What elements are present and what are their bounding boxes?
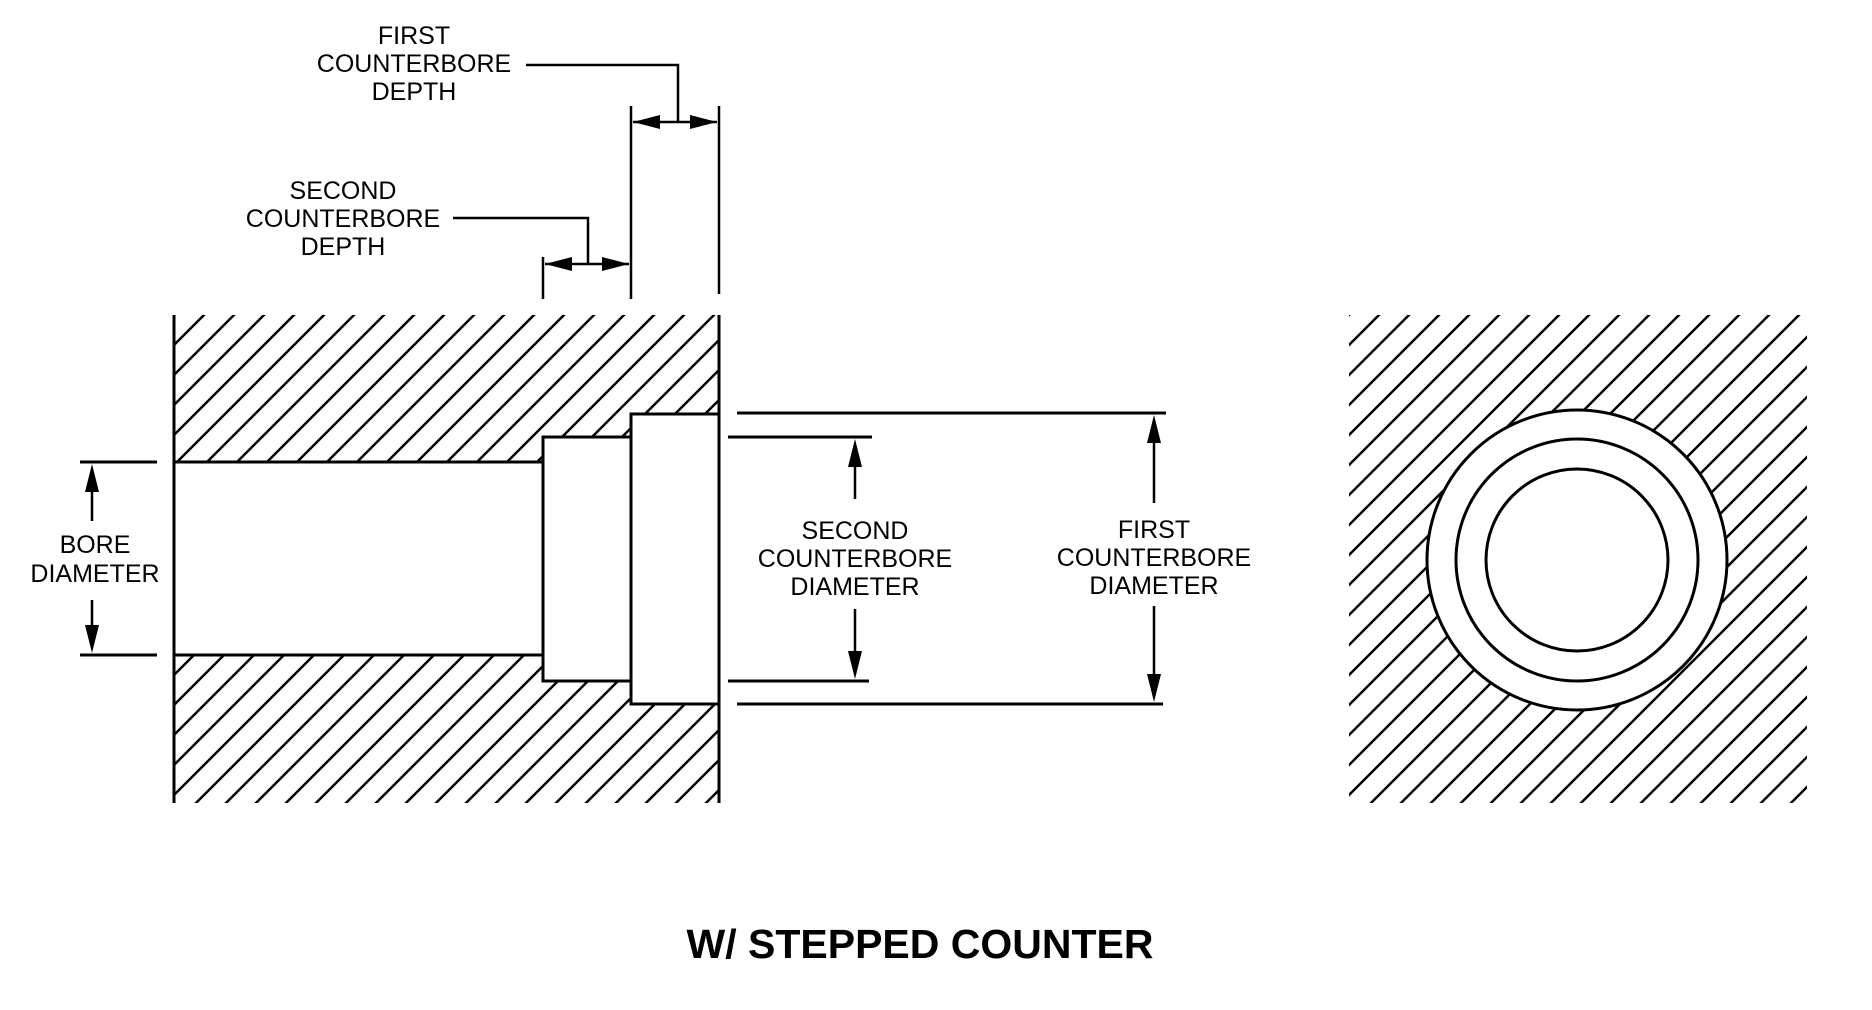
first-counterbore-depth-dimension: FIRST COUNTERBORE DEPTH [317,22,721,299]
second-counterbore-depth-dimension: SECOND COUNTERBORE DEPTH [246,177,629,299]
first-counterbore-diameter-dimension: FIRST COUNTERBORE DIAMETER [737,411,1251,706]
second-counterbore-circle [1454,437,1700,683]
material-hatch-bottom [174,655,719,803]
label-line: DIAMETER [30,560,159,588]
leader-line [526,63,680,122]
drawing-title: W/ STEPPED COUNTER [687,921,1154,967]
label-line: COUNTERBORE [1057,544,1251,572]
arrowhead-down [1147,674,1161,702]
arrowhead-right [602,257,629,271]
arrowhead-left [633,115,660,129]
first-counterbore-outline-bottom [629,681,719,706]
label-line: DEPTH [301,233,386,261]
label-line: DIAMETER [790,573,919,601]
label-line: COUNTERBORE [317,50,511,78]
second-counterbore-outline [541,435,631,462]
label-line: DEPTH [372,78,457,106]
arrowhead-up [848,439,862,467]
end-view-material-hatch [1349,315,1807,803]
label-line: SECOND [290,177,397,205]
second-counterbore-diameter-dimension: SECOND COUNTERBORE DIAMETER [728,435,952,683]
material-hatch-top [174,315,719,462]
end-view [1349,315,1807,803]
arrowhead-up [85,464,99,492]
label-line: BORE [60,531,131,559]
first-counterbore-circle [1425,408,1729,712]
arrowhead-up [1147,415,1161,443]
first-counterbore-outline [629,412,719,437]
leader-line [453,216,590,264]
label-line: COUNTERBORE [246,205,440,233]
bore-circle [1484,467,1670,653]
label-line: FIRST [1118,516,1190,544]
second-counterbore-outline-bottom [541,655,631,683]
arrowhead-right [690,115,717,129]
arrowhead-down [85,625,99,653]
label-line: DIAMETER [1089,572,1218,600]
section-view [172,315,721,803]
label-line: SECOND [802,517,909,545]
label-line: COUNTERBORE [758,545,952,573]
bore-diameter-dimension: BORE DIAMETER [30,460,160,657]
arrowhead-down [848,651,862,679]
label-line: FIRST [378,22,450,50]
arrowhead-left [545,257,572,271]
